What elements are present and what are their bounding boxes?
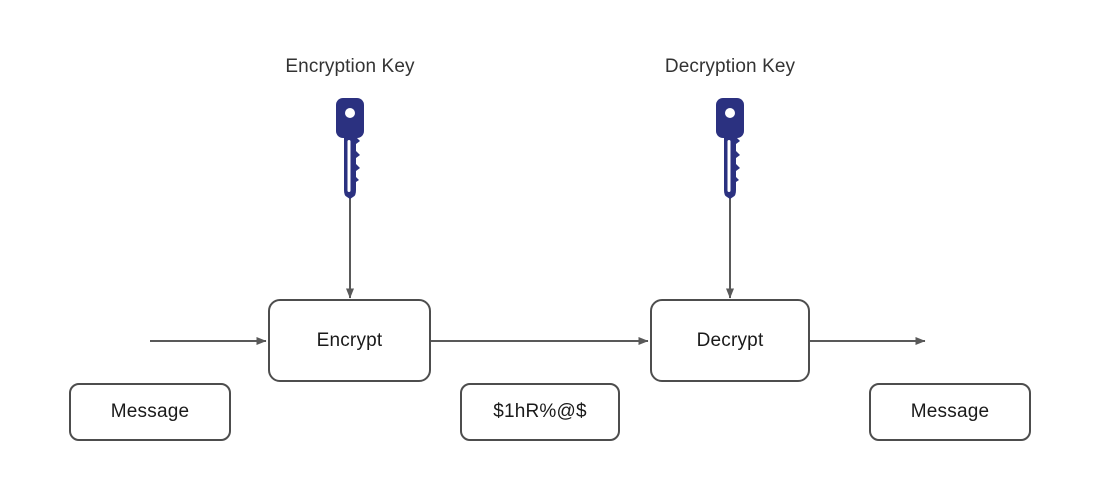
ciphertext-label: $1hR%@$ bbox=[493, 401, 587, 422]
encrypt-node: Encrypt bbox=[268, 299, 431, 382]
message-input-node: Message bbox=[69, 383, 231, 441]
decryption-key-icon bbox=[706, 98, 754, 200]
message-input-label: Message bbox=[110, 401, 190, 422]
message-output-label: Message bbox=[910, 401, 990, 422]
encrypt-node-label: Encrypt bbox=[316, 329, 383, 351]
ciphertext-node: $1hR%@$ bbox=[460, 383, 620, 441]
message-output-node: Message bbox=[869, 383, 1031, 441]
decryption-key-label: Decryption Key bbox=[664, 56, 796, 77]
encryption-key-icon bbox=[326, 98, 374, 200]
encryption-key-label: Encryption Key bbox=[285, 56, 415, 77]
decrypt-node: Decrypt bbox=[650, 299, 810, 382]
decrypt-node-label: Decrypt bbox=[696, 329, 764, 351]
